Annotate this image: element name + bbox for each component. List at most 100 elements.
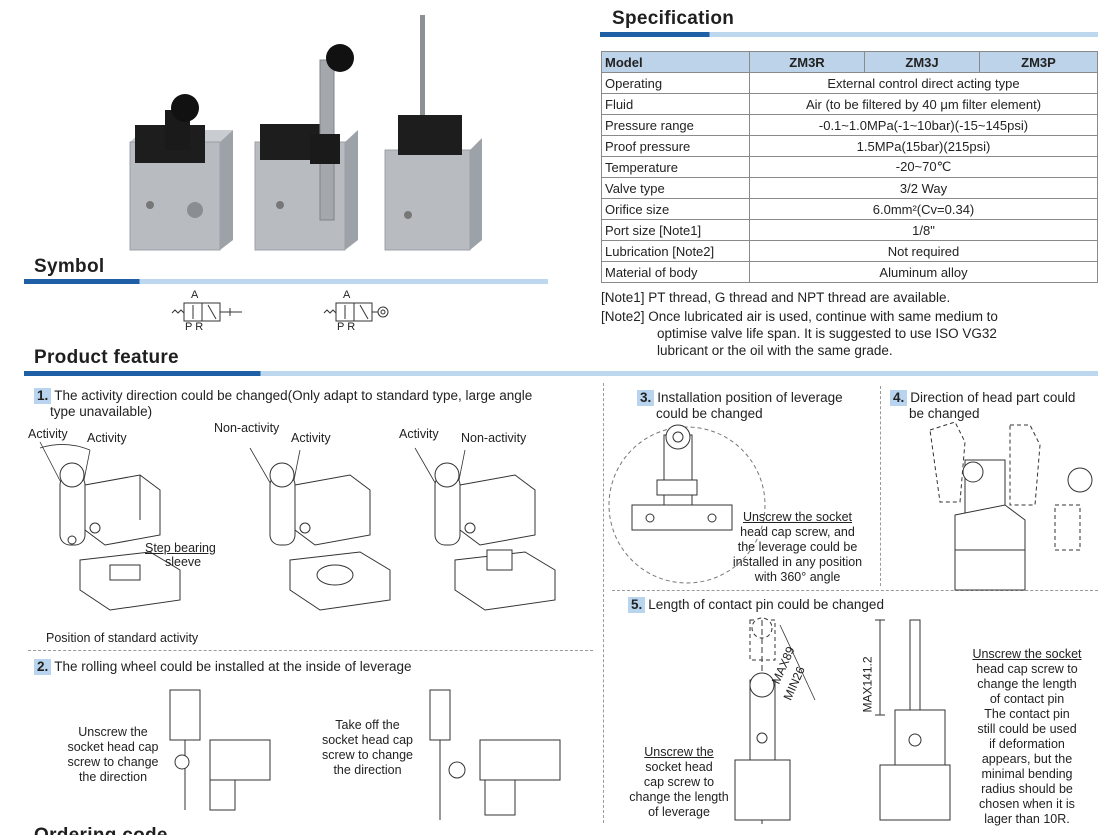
lever-drawing-3: [414, 447, 556, 611]
take-off-line-1: Take off the: [335, 718, 400, 732]
spec-row-value: 1.5MPa(15bar)(215psi): [749, 135, 1098, 157]
valve-symbol-roller: [171, 302, 242, 322]
contact-pin-line-8: appears, but the: [981, 752, 1073, 766]
spec-note-2-line-2: optimise valve life span. It is suggeste…: [657, 326, 997, 341]
non-activity-label-3b: Non-activity: [461, 431, 527, 445]
leverage-length-line-3: cap screw to: [643, 775, 715, 789]
feature-item-4-number: 4.: [890, 390, 908, 406]
spec-row-label: Fluid: [601, 93, 750, 115]
valve-symbol-roller-wheel: [323, 302, 389, 322]
spec-col-model: Model: [601, 51, 750, 73]
product-photo-zm3r: [129, 94, 233, 251]
feature-item-1-line-1: The activity direction could be changed(…: [54, 388, 533, 403]
feature-item-2-number: 2.: [34, 659, 52, 675]
feature-item-4-line-1: Direction of head part could: [910, 390, 1076, 405]
spec-col-zm3j: ZM3J: [864, 51, 980, 73]
spec-row-label: Port size [Note1]: [601, 219, 750, 241]
feature-item-3-text: 3.Installation position of leverage: [637, 390, 877, 406]
item-3-note-line-4: installed in any position: [732, 555, 863, 569]
feature-item-1-number: 1.: [34, 388, 52, 404]
unscrew-direction-line-1: Unscrew the: [78, 725, 148, 739]
feature-item-1-line-2: type unavailable): [50, 404, 153, 419]
product-photo-zm3j: [254, 44, 358, 251]
sleeve-label: sleeve: [165, 555, 202, 569]
spec-row: Temperature-20~70℃: [601, 156, 1098, 178]
spec-row-label: Material of body: [601, 261, 750, 283]
unscrew-direction-line-3: screw to change: [67, 755, 159, 769]
feature-item-4-line-2: be changed: [909, 406, 980, 421]
spec-row-value: Not required: [749, 240, 1098, 262]
activity-label-3a: Activity: [399, 427, 439, 441]
head-direction-drawing: [929, 421, 1093, 591]
specification-heading-bar: [600, 32, 1098, 37]
take-off-line-3: screw to change: [321, 748, 414, 762]
unscrew-direction-note: Unscrew the socket head cap screw to cha…: [58, 725, 168, 785]
spec-note-1: [Note1] PT thread, G thread and NPT thre…: [601, 290, 951, 305]
feature-item-4-text: 4.Direction of head part could: [890, 390, 1105, 406]
lever-drawing-1: [39, 441, 181, 611]
item-3-note-line-5: with 360° angle: [754, 570, 841, 584]
activity-label-1b: Activity: [87, 431, 127, 445]
item-3-note-line-1: Unscrew the socket: [742, 510, 853, 524]
spec-header-row: Model ZM3R ZM3J ZM3P: [601, 51, 1098, 73]
spec-row-value: -20~70℃: [749, 156, 1098, 178]
contact-pin-note: Unscrew the socket head cap screw to cha…: [957, 647, 1097, 827]
item-3-note-line-2: head cap screw, and: [740, 525, 855, 539]
contact-pin-line-5: The contact pin: [984, 707, 1070, 721]
specification-heading: Specification: [612, 8, 735, 29]
spec-col-zm3r: ZM3R: [749, 51, 865, 73]
step-bearing-label: Step bearing: [145, 541, 216, 555]
leverage-length-line-5: of leverage: [648, 805, 710, 819]
divider-item-1-2: [28, 650, 593, 651]
take-off-direction-note: Take off the socket head cap screw to ch…: [310, 718, 425, 778]
item-3-note: Unscrew the socket head cap screw, and t…: [720, 510, 875, 585]
contact-pin-line-10: radius should be: [981, 782, 1073, 796]
spec-row-value: External control direct acting type: [749, 72, 1098, 94]
feature-item-5-number: 5.: [628, 597, 646, 613]
spec-row-value: Aluminum alloy: [749, 261, 1098, 283]
contact-pin-line-4: of contact pin: [989, 692, 1065, 706]
symbol-2-port-a: A: [343, 289, 351, 301]
spec-row-label: Operating: [601, 72, 750, 94]
activity-label-1a: Activity: [28, 427, 68, 441]
lever-drawing-2: [249, 447, 391, 611]
spec-row-value: 1/8": [749, 219, 1098, 241]
feature-item-2-label: The rolling wheel could be installed at …: [54, 659, 412, 674]
feature-item-5-text: 5.Length of contact pin could be changed: [628, 597, 1088, 613]
symbol-1-port-a: A: [191, 289, 199, 301]
spec-row-value: Air (to be filtered by 40 μm filter elem…: [749, 93, 1098, 115]
ordering-code-heading: Ordering code: [34, 825, 168, 835]
spec-note-2-line-3: lubricant or the oil with the same grade…: [657, 343, 893, 358]
spec-note-2-line-1: [Note2] Once lubricated air is used, con…: [601, 309, 998, 324]
leverage-length-line-4: change the length: [629, 790, 729, 804]
symbol-heading-bar: [24, 279, 548, 284]
feature-item-5-label: Length of contact pin could be changed: [648, 597, 884, 612]
contact-pin-line-9: minimal bending: [981, 767, 1073, 781]
spec-row: Pressure range-0.1~1.0MPa(-1~10bar)(-15~…: [601, 114, 1098, 136]
feature-item-3-number: 3.: [637, 390, 655, 406]
feature-item-1-text: 1.The activity direction could be change…: [34, 388, 594, 404]
rolling-wheel-drawing-2: [429, 689, 561, 820]
unscrew-direction-line-4: the direction: [78, 770, 148, 784]
take-off-line-2: socket head cap: [321, 733, 414, 747]
spec-row-value: 3/2 Way: [749, 177, 1098, 199]
spec-row: Port size [Note1]1/8": [601, 219, 1098, 241]
leverage-rotation-drawing: [608, 424, 766, 584]
spec-row-label: Proof pressure: [601, 135, 750, 157]
item-3-note-line-3: the leverage could be: [737, 540, 858, 554]
contact-pin-line-1: Unscrew the socket: [972, 647, 1082, 661]
feature-item-3-line-2: could be changed: [656, 406, 763, 421]
rolling-wheel-drawing-1: [169, 689, 271, 811]
product-feature-heading: Product feature: [34, 347, 179, 368]
feature-item-3-line-1: Installation position of leverage: [657, 390, 843, 405]
leverage-length-line-2: socket head: [645, 760, 713, 774]
spec-col-zm3p: ZM3P: [979, 51, 1098, 73]
contact-pin-line-6: still could be used: [977, 722, 1077, 736]
activity-label-2b: Activity: [291, 431, 331, 445]
contact-pin-line-2: head cap screw to: [976, 662, 1078, 676]
